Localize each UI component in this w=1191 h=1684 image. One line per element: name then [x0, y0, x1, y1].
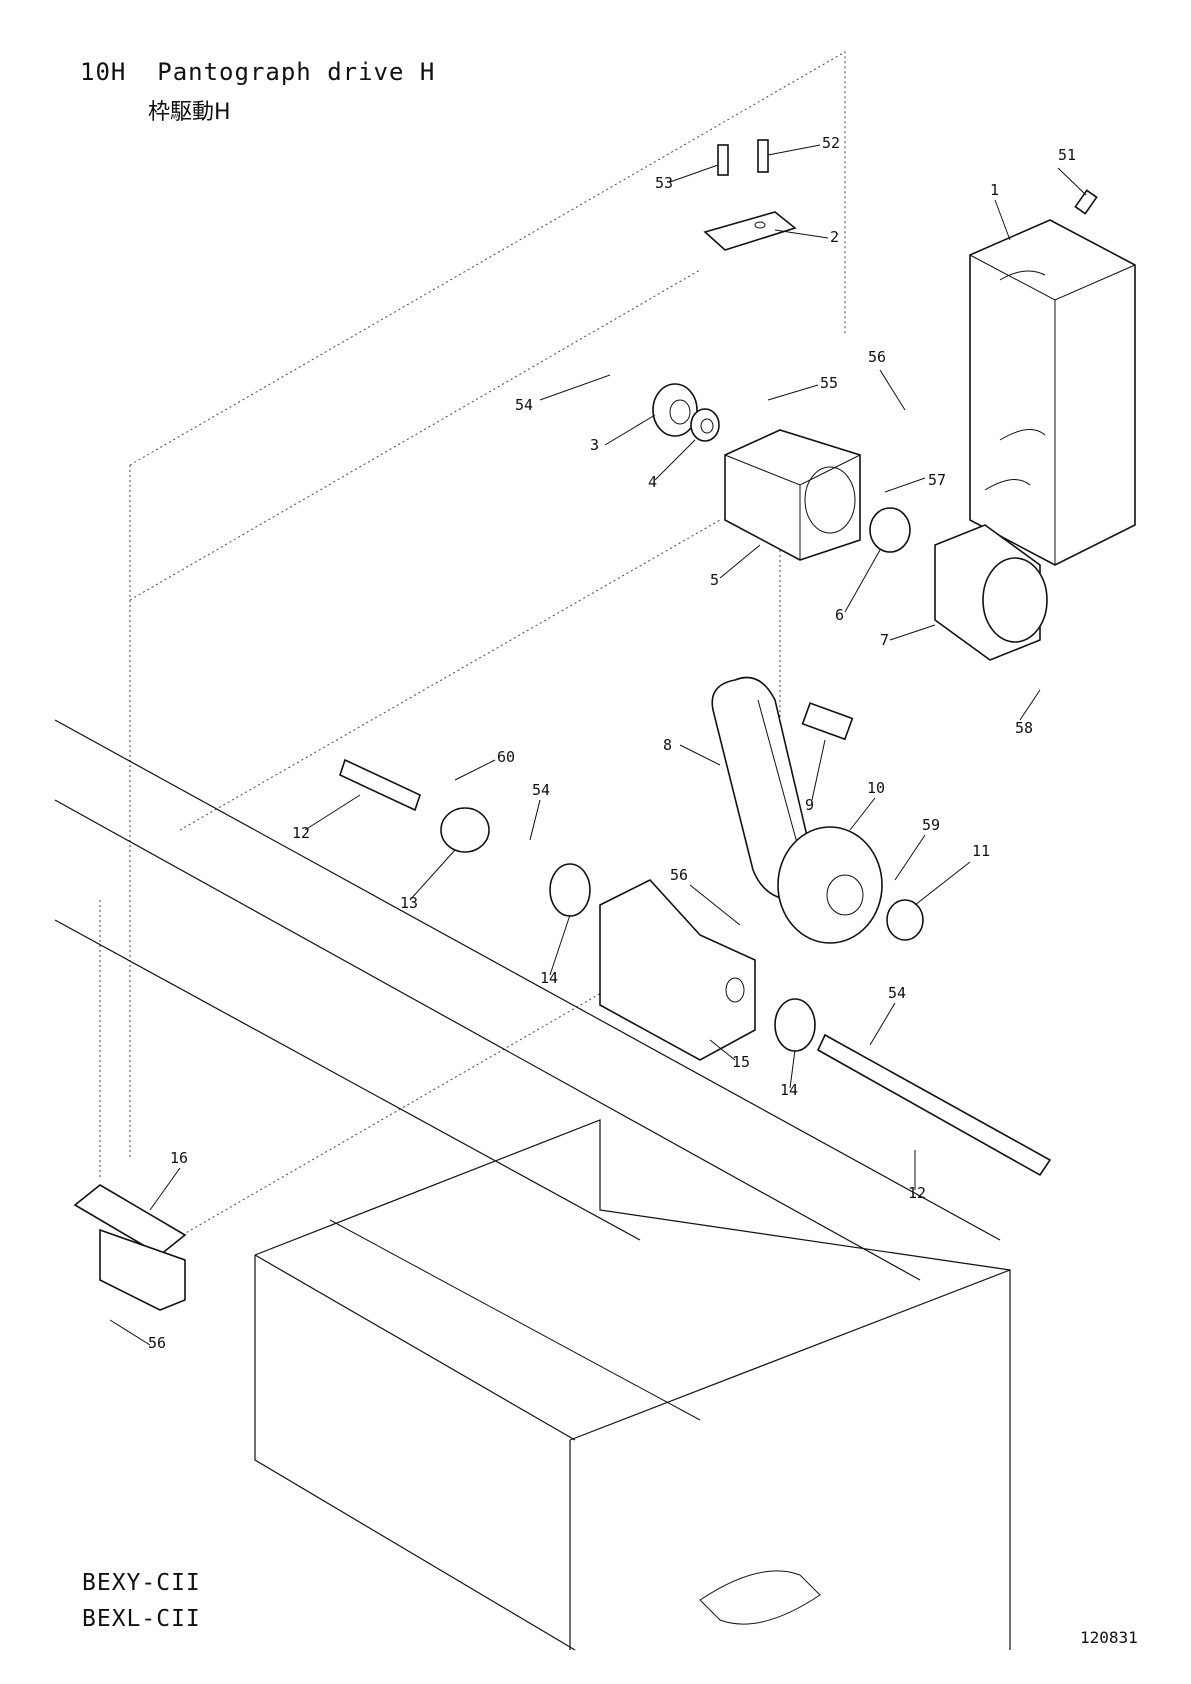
callout-11: 11 — [972, 842, 990, 860]
bracket-part-16 — [75, 1185, 185, 1310]
callout-14b: 14 — [780, 1081, 798, 1099]
gear-part-9 — [803, 703, 853, 739]
coupling-part-6 — [870, 508, 910, 552]
callout-13: 13 — [400, 894, 418, 912]
callout-2: 2 — [830, 228, 839, 246]
callout-59: 59 — [922, 816, 940, 834]
callout-53: 53 — [655, 174, 673, 192]
callout-57: 57 — [928, 471, 946, 489]
leader-lines — [110, 145, 1086, 1345]
callout-4: 4 — [648, 473, 657, 491]
callout-7: 7 — [880, 631, 889, 649]
callout-labels: 51 52 53 2 1 56 55 54 3 4 57 5 6 7 8 9 1… — [148, 134, 1076, 1352]
collar-part-11 — [887, 900, 923, 940]
flange-bearing-part-3 — [653, 384, 697, 436]
callout-15: 15 — [732, 1053, 750, 1071]
pulley-part-10 — [778, 827, 882, 943]
callout-6: 6 — [835, 606, 844, 624]
callout-54c: 54 — [888, 984, 906, 1002]
callout-56b: 56 — [670, 866, 688, 884]
flange-bearing-part-14-b — [775, 999, 815, 1051]
callout-55: 55 — [820, 374, 838, 392]
coupling-part-13 — [441, 808, 489, 852]
motor-bracket-part-5 — [725, 430, 860, 560]
frame-outline — [55, 52, 1000, 1280]
cover-part-1 — [970, 220, 1135, 565]
callout-5: 5 — [710, 571, 719, 589]
callout-12a: 12 — [292, 824, 310, 842]
callout-3: 3 — [590, 436, 599, 454]
callout-56: 56 — [868, 348, 886, 366]
callout-54: 54 — [515, 396, 533, 414]
callout-16: 16 — [170, 1149, 188, 1167]
callout-60: 60 — [497, 748, 515, 766]
callout-54b: 54 — [532, 781, 550, 799]
bolts-top — [718, 140, 1097, 214]
callout-58: 58 — [1015, 719, 1033, 737]
callout-12b: 12 — [908, 1184, 926, 1202]
callout-8: 8 — [663, 736, 672, 754]
callout-56c: 56 — [148, 1334, 166, 1352]
callout-14a: 14 — [540, 969, 558, 987]
callout-51: 51 — [1058, 146, 1076, 164]
lower-frame-structure — [255, 1120, 1010, 1650]
callout-1: 1 — [990, 181, 999, 199]
collar-part-4 — [691, 409, 719, 441]
flange-bearing-part-14-a — [550, 864, 590, 916]
callout-52: 52 — [822, 134, 840, 152]
callout-10: 10 — [867, 779, 885, 797]
